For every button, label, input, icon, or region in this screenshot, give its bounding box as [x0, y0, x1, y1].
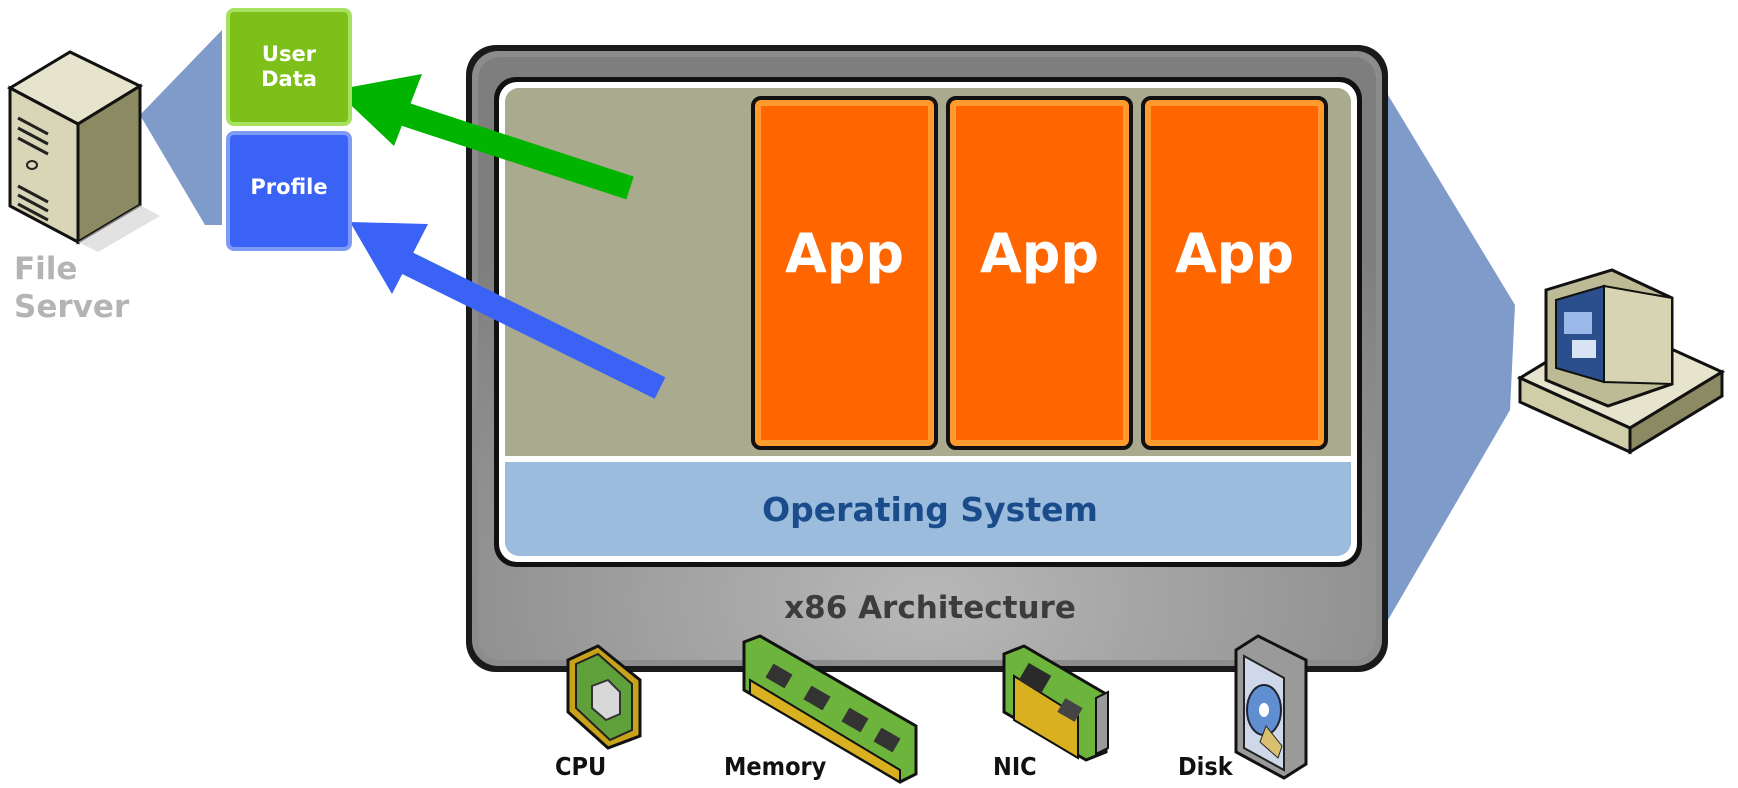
architecture-label: x86 Architecture [784, 590, 1076, 626]
file-server-label: File Server [14, 251, 130, 325]
network-card-icon [1002, 644, 1109, 762]
blue-arrow [350, 222, 666, 399]
app-label: App [784, 221, 905, 285]
server-connector [140, 30, 222, 225]
app-label: App [979, 221, 1100, 285]
memory-module-icon [742, 634, 918, 784]
client-connector [1388, 95, 1515, 620]
app-label: App [1174, 221, 1295, 285]
green-arrow [335, 74, 634, 200]
os-label: Operating System [762, 490, 1098, 529]
profile-label: Profile [250, 175, 328, 199]
cpu-chip-icon [566, 644, 642, 750]
server-tower-icon [6, 50, 160, 252]
app-box: App [751, 96, 938, 450]
profile-box: Profile [226, 131, 352, 251]
disk-label: Disk [1178, 752, 1233, 781]
desktop-computer-icon [1516, 268, 1726, 455]
app-box: App [1141, 96, 1328, 450]
memory-label: Memory [724, 752, 827, 781]
user-data-box: User Data [226, 8, 352, 126]
app-box: App [946, 96, 1133, 450]
user-data-label: User Data [261, 42, 317, 91]
hard-disk-icon [1234, 634, 1308, 780]
nic-label: NIC [993, 752, 1037, 781]
cpu-label: CPU [555, 752, 607, 781]
